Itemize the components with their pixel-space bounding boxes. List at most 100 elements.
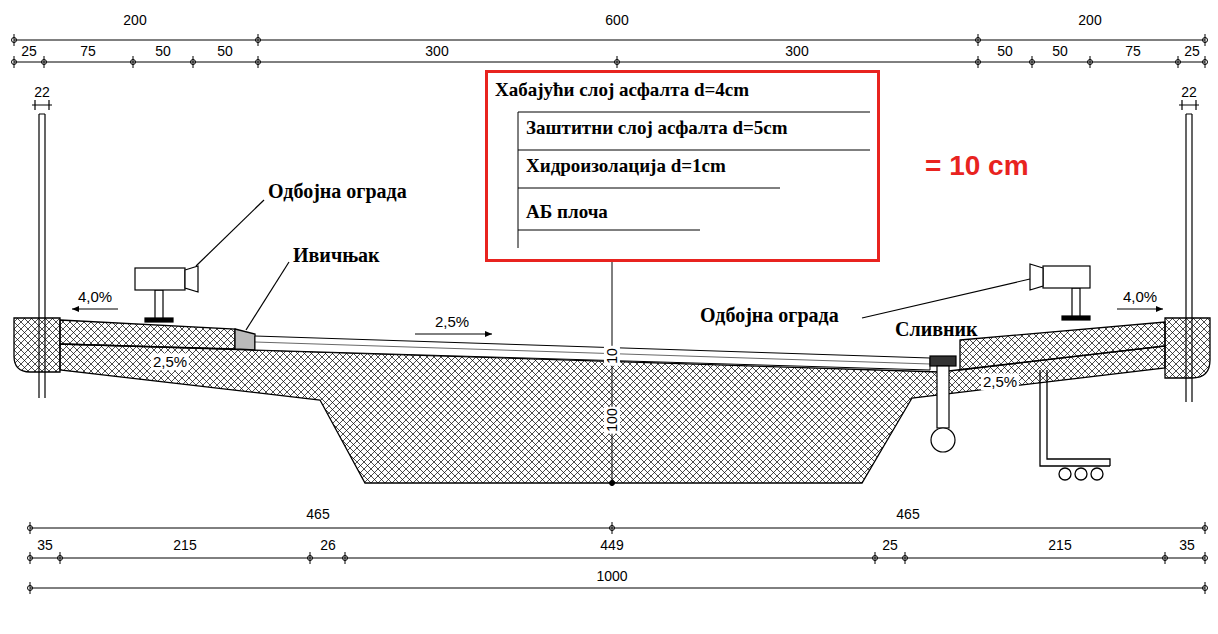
dimension-dot [1203,526,1208,531]
dimension-label: 449 [600,537,623,553]
dimension-label: 465 [306,506,329,522]
layer-tree-lines [518,112,870,248]
dimension-tick [14,56,15,68]
dimension-dot [1203,60,1208,65]
dimension-tick [1032,56,1033,68]
dimension-dot [1203,586,1208,591]
left-sidewalk [60,320,235,349]
fence-dimension [32,100,52,110]
drain-pipe [937,366,949,428]
dimension-tick [193,56,194,68]
dimension-label: 100 [604,406,620,433]
axis-dot [610,481,615,486]
dimension-label: 25 [1184,43,1200,59]
dimension-dot [903,556,908,561]
guardrail-beam [1043,266,1090,288]
asphalt-layers [255,336,930,370]
layer-name: АБ плоча [526,201,608,223]
dimension-label: 300 [425,43,448,59]
dimension-dot [610,526,615,531]
layer-name: Заштитни слој асфалта d=5cm [526,117,788,139]
axis-line [612,262,613,486]
dimension-tick [1205,552,1206,564]
drain-inlet [930,356,956,452]
dimension-tick [60,552,61,564]
dimension-label: 75 [1125,43,1141,59]
right-fence [1186,114,1192,402]
dimension-dot [1030,60,1035,65]
bracket-frame [1040,370,1110,466]
dimension-tick [875,552,876,564]
drain-pipe-section [931,428,955,452]
right-sidewalk [960,322,1165,370]
dimension-tick [44,56,45,68]
dimension-label: 50 [217,43,233,59]
dimension-line [14,40,1205,41]
dimension-dot [1176,60,1181,65]
dimension-dot [131,60,136,65]
dimension-tick [1205,582,1206,594]
dimension-dot [308,556,313,561]
dimension-tick [1178,56,1179,68]
dimension-dot [191,60,196,65]
dimension-tick [978,34,979,46]
left-fence [39,114,45,398]
dimension-dot [256,38,261,43]
dimension-dot [873,556,878,561]
dimension-label: 35 [1179,537,1195,553]
dimension-label: 1000 [596,568,627,584]
slope-arrow [415,334,492,335]
layer-name: Хабајући слој асфалта d=4cm [495,79,749,101]
layer-legend-box: Хабајући слој асфалта d=4cmЗаштитни слој… [485,70,880,262]
dimension-label: 35 [37,537,53,553]
dimension-dot [343,556,348,561]
cable [1059,468,1071,480]
dimension-label: 50 [997,43,1013,59]
dimension-dot [1163,556,1168,561]
leader-line [246,262,289,330]
asphalt-joint [255,342,930,364]
guardrail-beam [135,268,185,290]
right-cornice [1165,318,1210,378]
dimension-tick [133,56,134,68]
dimension-label: 25 [882,537,898,553]
dimension-tick [310,552,311,564]
dimension-tick [258,34,259,46]
dimension-tick [14,34,15,46]
slope-label: 2,5% [435,313,469,330]
dimension-dot [12,60,17,65]
slope-label: 2,5% [151,353,189,370]
dimension-line [30,588,1205,589]
guardrail-profile [1030,264,1043,290]
thickness-note: = 10 cm [925,150,1029,182]
dimension-tick [258,56,259,68]
dimension-dot [1203,38,1208,43]
guardrail-post [155,290,163,321]
dimension-lines [12,34,1208,594]
dimension-dot [1203,556,1208,561]
center-line [610,262,615,486]
dimension-label: 215 [173,537,196,553]
dimension-label: 25 [21,43,37,59]
dimension-dot [615,60,620,65]
dimension-label: 50 [155,43,171,59]
dimension-label: 50 [1052,43,1068,59]
dimension-tick [612,522,613,534]
slope-label: 4,0% [1123,288,1157,305]
dimension-label: 10 [604,346,620,366]
dimension-tick [978,56,979,68]
dimension-tick [1205,522,1206,534]
leader-line [196,200,264,266]
dimension-label: 200 [123,12,146,28]
dimension-label: 215 [1048,537,1071,553]
guardrail-post [1072,288,1080,318]
dimension-label: 300 [785,43,808,59]
dimension-label: 22 [1181,84,1197,100]
dimension-tick [30,552,31,564]
cable [1075,468,1087,480]
dimension-dot [976,38,981,43]
callout-label: Ивичњак [293,244,380,267]
dimension-tick [30,522,31,534]
dimension-dot [42,60,47,65]
callout-label: Одбојна ограда [268,180,407,203]
